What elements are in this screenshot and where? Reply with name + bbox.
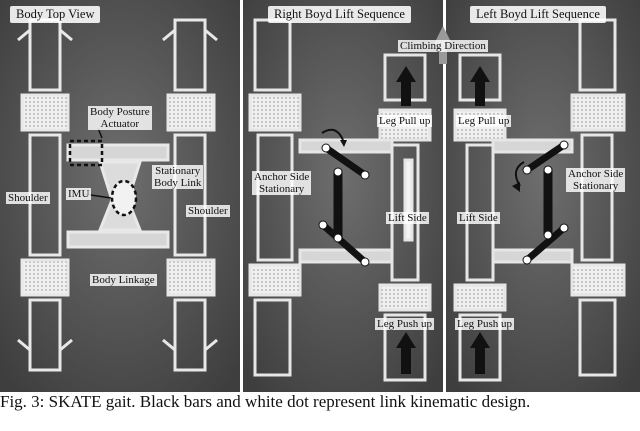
- right-lift-side-label: Lift Side: [457, 212, 500, 224]
- right-pull-arrow: [470, 66, 490, 106]
- mid-anchor-side-label: Anchor Side Stationary: [252, 171, 312, 195]
- shoulder-left-label: Shoulder: [6, 192, 50, 204]
- right-linkage: [512, 140, 569, 265]
- left-panel-title: Body Top View: [10, 6, 101, 23]
- middle-robot: [248, 18, 432, 382]
- mid-lift-side-label: Lift Side: [386, 212, 429, 224]
- right-anchor-side-label: Anchor Side Stationary: [566, 168, 626, 192]
- mid-pull-arrow: [396, 66, 416, 106]
- climbing-direction-arrow: [434, 26, 452, 64]
- body-posture-actuator-label: Body Posture Actuator: [88, 106, 152, 130]
- body-posture-actuator-box: [68, 139, 104, 167]
- mid-leg-push-up-label: Leg Push up: [375, 318, 434, 330]
- figure-drawing: [0, 0, 640, 392]
- stationary-body-link-label: Stationary Body Link: [152, 165, 204, 189]
- figure-caption: Fig. 3: SKATE gait. Black bars and white…: [0, 392, 531, 411]
- imu-label: IMU: [66, 188, 92, 200]
- climbing-direction-label: Climbing Direction: [398, 40, 488, 52]
- right-leg-push-up-label: Leg Push up: [455, 318, 514, 330]
- imu-outline: [110, 179, 138, 217]
- body-linkage-label: Body Linkage: [90, 274, 157, 286]
- mid-linkage: [318, 128, 370, 267]
- right-panel-title: Left Boyd Lift Sequence: [470, 6, 606, 23]
- mid-leg-pull-up-label: Leg Pull up: [377, 115, 433, 127]
- mid-push-arrow: [396, 332, 416, 374]
- shoulder-right-label: Shoulder: [186, 205, 230, 217]
- right-leg-pull-up-label: Leg Pull up: [456, 115, 512, 127]
- middle-panel-title: Right Boyd Lift Sequence: [268, 6, 411, 23]
- right-push-arrow: [470, 332, 490, 374]
